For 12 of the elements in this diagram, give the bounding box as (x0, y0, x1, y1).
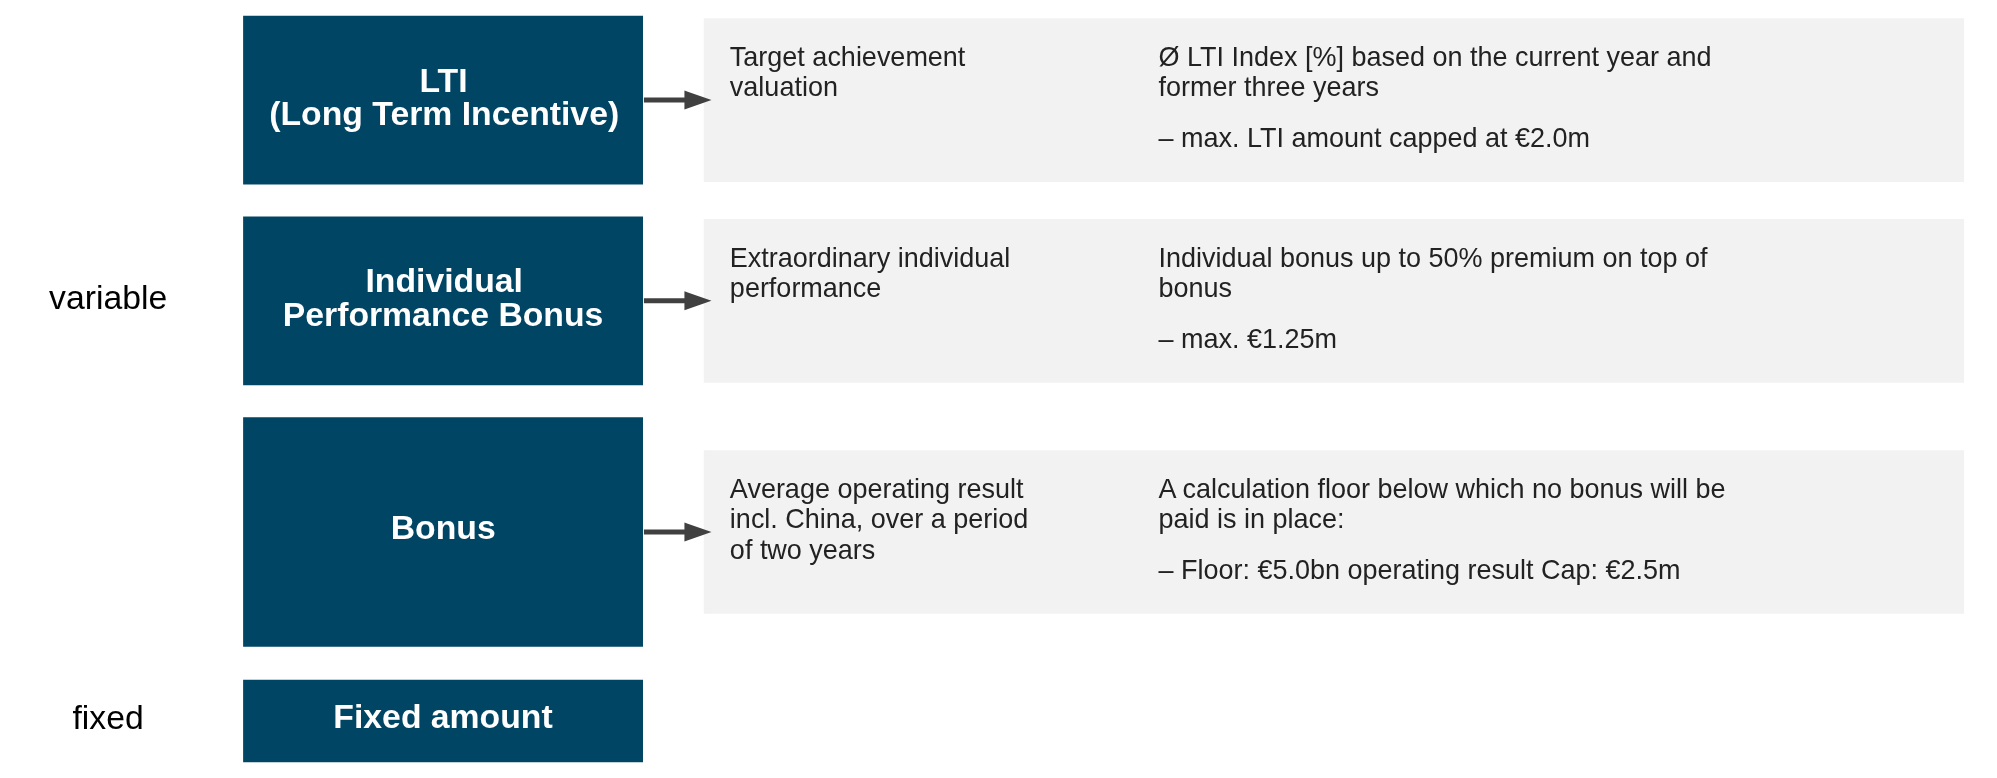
node-box: Individual Performance Bonus (240, 214, 645, 387)
node-box: Target achievement valuation Ø LTI Index [%] based on the current year and former three years – max. LTI amount capped at €2.0m (703, 18, 1964, 182)
node-box: Bonus (240, 415, 645, 649)
arrow (643, 291, 711, 311)
node-box: Fixed amount (240, 677, 645, 764)
node-box: Average operating result incl. China, over a period of two years A calculation floor below which no bonus will be paid is in place: – Floor: €5.0bn operating result Cap: €2.5m (703, 450, 1964, 614)
node-box: Extraordinary individual performance Individual bonus up to 50% premium on top of bonus – max. €1.25m (703, 219, 1964, 383)
node-box: LTI (Long Term Incentive) (240, 14, 645, 187)
label: variable (48, 278, 167, 317)
arrow (643, 522, 711, 542)
arrow (643, 90, 711, 110)
label: fixed (72, 698, 144, 737)
